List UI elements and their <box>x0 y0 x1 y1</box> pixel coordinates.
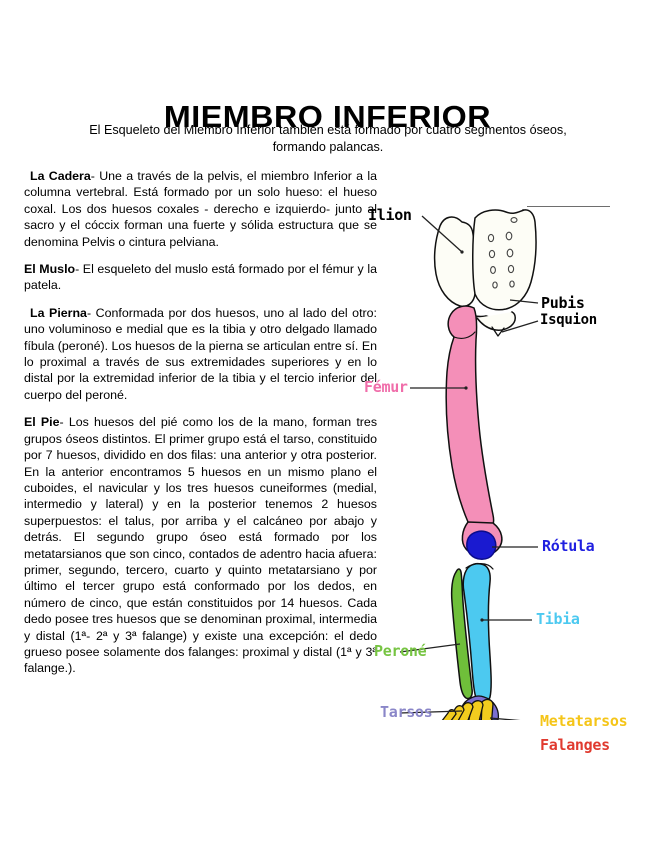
leader-perone <box>399 643 461 653</box>
figure-label-femur: Fémur <box>364 378 408 396</box>
figure-label-ilion: Ilion <box>368 206 412 224</box>
figure-label-tarsos: Tarsos <box>380 703 433 721</box>
paragraph-heading-pierna: La Pierna <box>30 305 87 320</box>
paragraph-heading-pie: El Pie <box>24 415 60 430</box>
leader-pubis <box>509 299 539 304</box>
leader-metatarsos <box>489 717 521 720</box>
page-subtitle: El Esqueleto del Miembro Inferior tambié… <box>89 123 567 154</box>
paragraph-text-pie: - Los huesos del pié como los de la mano… <box>24 415 378 676</box>
patella-bone <box>466 530 497 560</box>
figure-label-metatarsos: Metatarsos <box>540 712 628 730</box>
paragraph-pierna: La Pierna- Conformada por dos huesos, un… <box>24 305 377 403</box>
tibia-bone <box>462 562 494 704</box>
paragraph-heading-muslo: El Muslo <box>24 262 76 277</box>
page-title: MIEMBRO INFERIOR <box>163 98 492 134</box>
figure-label-pubis: Pubis <box>541 294 585 312</box>
paragraph-cadera: La Cadera- Une a través de la pelvis, el… <box>24 168 377 250</box>
article-body: La Cadera- Une a través de la pelvis, el… <box>24 168 377 688</box>
fibula-bone <box>450 568 473 700</box>
paragraph-text-cadera: - Une a través de la pelvis, el miembro … <box>24 169 378 249</box>
paragraph-text-pierna: - Conformada por dos huesos, uno al lado… <box>24 305 377 402</box>
figure-label-rotula: Rótula <box>542 537 595 555</box>
leader-tarsos <box>399 710 463 714</box>
leader-isquion <box>501 320 539 333</box>
paragraph-heading-cadera: La Cadera <box>30 169 91 183</box>
leader-lines <box>399 215 539 720</box>
scan-artifact-line <box>527 206 610 207</box>
leader-ilion <box>421 215 463 253</box>
figure-label-perone: Peroné <box>374 642 427 660</box>
sacral-foramina <box>487 217 518 289</box>
femur-bone <box>445 305 503 557</box>
paragraph-muslo: El Muslo- El esqueleto del muslo está fo… <box>24 261 377 294</box>
foot-bones <box>441 698 494 720</box>
figure-label-tibia: Tibia <box>536 610 580 628</box>
figure-label-isquion: Isquion <box>540 312 597 328</box>
figure-label-falanges: Falanges <box>540 736 610 754</box>
metatarsal-bones <box>441 698 494 720</box>
paragraph-text-muslo: - El esqueleto del muslo está formado po… <box>24 262 377 293</box>
pelvis-group <box>433 209 537 337</box>
lower-limb-skeleton-figure: Ilion Pubis Isquion Fémur Rótula Tibia P… <box>364 190 650 754</box>
paragraph-pie: El Pie- Los huesos del pié como los de l… <box>24 414 377 677</box>
skeleton-diagram-svg <box>399 209 539 720</box>
